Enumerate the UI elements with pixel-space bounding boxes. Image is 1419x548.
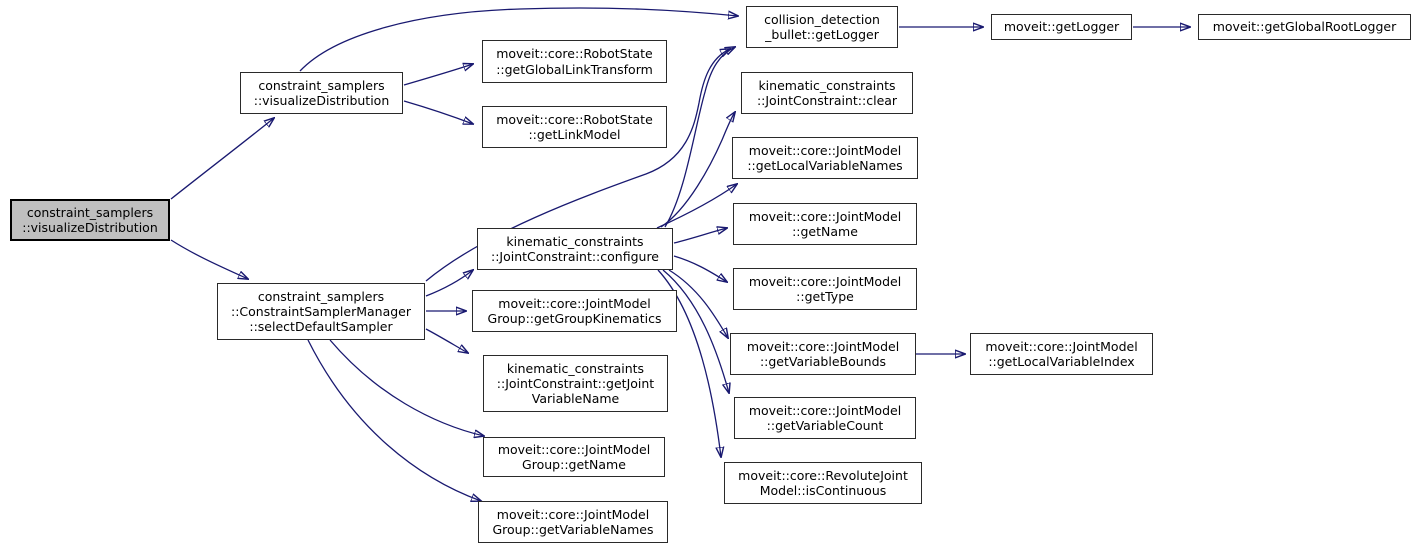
edge-viz-root-viz bbox=[170, 118, 274, 200]
node-jc-configure[interactable]: kinematic_constraints ::JointConstraint:… bbox=[477, 228, 673, 270]
edge-jc-configure-get-variable-bounds bbox=[668, 269, 728, 338]
node-is-continuous[interactable]: moveit::core::RevoluteJoint Model::isCon… bbox=[724, 462, 922, 504]
node-get-link-model[interactable]: moveit::core::RobotState ::getLinkModel bbox=[482, 106, 667, 148]
node-get-joint-variable-name[interactable]: kinematic_constraints ::JointConstraint:… bbox=[483, 355, 668, 412]
node-get-variable-count[interactable]: moveit::core::JointModel ::getVariableCo… bbox=[734, 397, 916, 439]
edge-jc-configure-is-continuous bbox=[657, 269, 721, 457]
edge-select-default-sampler-jmg-get-variable-names bbox=[307, 339, 481, 501]
edge-jc-configure-bullet-get-logger bbox=[664, 47, 735, 228]
node-moveit-get-logger[interactable]: moveit::getLogger bbox=[991, 14, 1132, 40]
node-jc-clear[interactable]: kinematic_constraints ::JointConstraint:… bbox=[741, 72, 913, 114]
edge-jc-configure-jc-clear bbox=[660, 112, 735, 228]
node-bullet-get-logger[interactable]: collision_detection _bullet::getLogger bbox=[746, 6, 898, 48]
edge-group bbox=[170, 7, 1190, 501]
edge-jc-configure-get-local-variable-names bbox=[656, 184, 737, 229]
node-get-local-variable-names[interactable]: moveit::core::JointModel ::getLocalVaria… bbox=[732, 137, 918, 179]
node-get-group-kinematics[interactable]: moveit::core::JointModel Group::getGroup… bbox=[472, 290, 677, 332]
node-get-variable-bounds[interactable]: moveit::core::JointModel ::getVariableBo… bbox=[730, 333, 916, 375]
edge-viz-root-select-default-sampler bbox=[170, 239, 248, 279]
edge-viz-get-link-model bbox=[403, 100, 473, 124]
edge-select-default-sampler-get-joint-variable-name bbox=[425, 328, 468, 353]
node-jm-get-type[interactable]: moveit::core::JointModel ::getType bbox=[733, 268, 917, 310]
edge-jc-configure-jm-get-name bbox=[673, 228, 727, 244]
node-get-local-variable-index[interactable]: moveit::core::JointModel ::getLocalVaria… bbox=[970, 333, 1153, 375]
node-jm-get-name[interactable]: moveit::core::JointModel ::getName bbox=[733, 203, 917, 245]
node-get-global-link-transform[interactable]: moveit::core::RobotState ::getGlobalLink… bbox=[482, 40, 667, 83]
node-select-default-sampler[interactable]: constraint_samplers ::ConstraintSamplerM… bbox=[217, 283, 425, 340]
edge-jc-configure-get-variable-count bbox=[662, 269, 729, 393]
edge-jc-configure-jm-get-type bbox=[673, 255, 727, 282]
edge-select-default-sampler-jmg-get-name bbox=[329, 339, 484, 436]
node-jmg-get-name[interactable]: moveit::core::JointModel Group::getName bbox=[483, 437, 665, 477]
node-viz[interactable]: constraint_samplers ::visualizeDistribut… bbox=[240, 72, 403, 114]
node-jmg-get-variable-names[interactable]: moveit::core::JointModel Group::getVaria… bbox=[478, 501, 668, 543]
edge-select-default-sampler-jc-configure bbox=[425, 270, 473, 297]
node-viz-root: constraint_samplers ::visualizeDistribut… bbox=[10, 199, 170, 241]
edge-viz-bullet-get-logger bbox=[299, 7, 738, 72]
node-get-global-root-logger[interactable]: moveit::getGlobalRootLogger bbox=[1198, 14, 1411, 40]
edge-viz-get-global-link-transform bbox=[403, 64, 473, 86]
